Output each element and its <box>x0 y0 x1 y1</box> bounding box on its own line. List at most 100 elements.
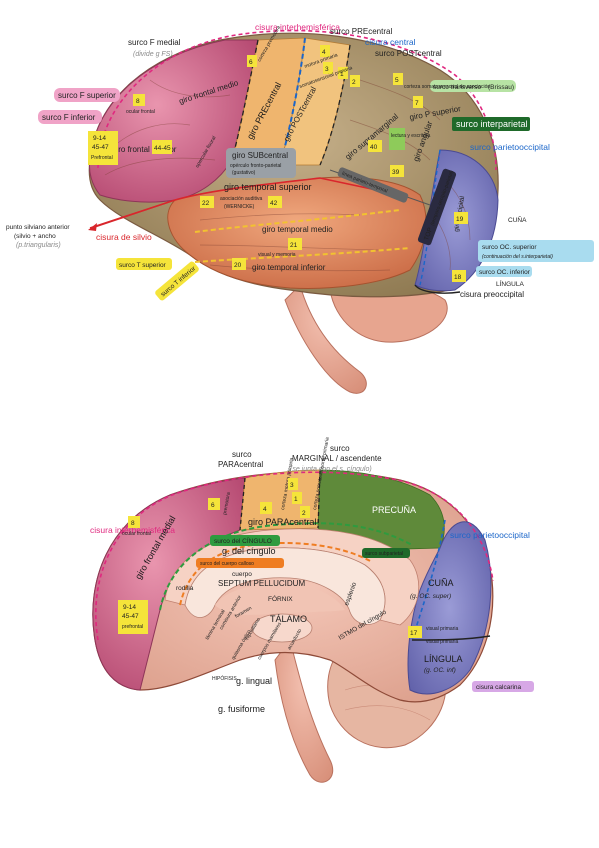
lateral-visual-memoria: visual y memoria <box>258 252 296 258</box>
lateral-silvio-arrowhead <box>88 223 97 231</box>
lateral-somato-asoc: corteza somatosensorial de asociación <box>404 84 490 90</box>
lateral-frontal-inferior-label: giro frontal inferior <box>112 145 177 154</box>
medial-cingulo-sulcus-label: surco del CÍNGULO <box>214 536 272 545</box>
lateral-badge-45-47: 45-47 <box>92 144 109 151</box>
lateral-silvio-label: cisura de silvio <box>96 232 152 242</box>
lateral-postcentral-sulcus-label: surco POSTcentral <box>375 49 442 58</box>
lateral-badge-18: 18 <box>454 274 462 281</box>
lateral-central-label: cisura central <box>365 37 416 47</box>
medial-callosal-sulcus-box <box>196 558 284 568</box>
lateral-silvio-arrow <box>91 199 176 229</box>
lateral-interhemispheric-line <box>97 29 497 171</box>
lateral-oc-inferior-label: surco OC. inferior <box>479 269 531 276</box>
medial-lingula-note: (g. OC. inf) <box>424 667 456 674</box>
lateral-subcentral-box <box>226 148 296 178</box>
lateral-punto-silviano-2: (silvio + ancho <box>14 233 56 240</box>
lateral-badge-5: 5 <box>395 77 399 84</box>
lateral-interparietal-label: surco interparietal <box>456 119 528 129</box>
medial-badge-17: 17 <box>410 630 418 637</box>
lateral-badge-1: 1 <box>340 71 344 78</box>
lateral-top-box <box>417 168 457 246</box>
lateral-prefrontal: Prefrontal <box>91 155 113 161</box>
medial-badge-6: 6 <box>211 502 215 509</box>
lateral-badge-4: 4 <box>322 49 326 56</box>
lateral-precentral-sulcus <box>231 39 259 161</box>
medial-ocular-frontal: ocular frontal <box>122 531 151 537</box>
lateral-wernicke: (WERNICKE) <box>224 204 255 210</box>
lateral-badge-22: 22 <box>202 200 210 207</box>
medial-septum-label: SEPTUM PELLUCIDUM <box>218 579 305 588</box>
medial-visual-primaria: visual primaria <box>426 626 458 632</box>
lateral-subcentral-label: giro SUBcentral <box>232 151 288 160</box>
medial-cuna-label: CUÑA <box>428 578 454 588</box>
lateral-auditiva: asociación auditiva <box>220 196 262 202</box>
lateral-f-superior-box <box>54 88 120 102</box>
medial-badge-9-14: 9-14 <box>123 604 136 611</box>
lateral-interparietal-box <box>452 117 530 131</box>
lateral-top-label: TOP <box>423 227 434 242</box>
lateral-transverso-label: surco transverso <box>433 84 481 91</box>
lateral-f-superior-label: surco F superior <box>58 91 116 100</box>
medial-lingula-label: LÍNGULA <box>424 654 463 664</box>
medial-parietooccipital-label: surco parietooccipital <box>450 530 530 540</box>
lateral-f-medial-note: (divide g FS) <box>133 51 173 58</box>
medial-fornix-label: FÓRNIX <box>268 594 293 603</box>
lateral-badges: 8 ocular frontal 9-14 45-47 Prefrontal 4… <box>88 25 490 282</box>
medial-badge-1: 1 <box>294 496 298 503</box>
lateral-line-parieto-box <box>337 167 409 203</box>
medial-marginal-title-2: MARGINAL / ascendente <box>292 454 382 463</box>
lateral-gustativo-2: (gustativo) <box>232 170 256 176</box>
lateral-f-inferior-box <box>38 110 102 124</box>
lateral-oc-inferior-box <box>476 266 532 277</box>
lateral-oc-superior-box <box>478 240 594 262</box>
lateral-badge-9-14: 9-14 <box>93 135 106 142</box>
lateral-t-superior-box <box>116 258 172 270</box>
medial-thalamus <box>251 613 313 643</box>
lateral-silvian-fissure <box>89 177 401 229</box>
medial-calcarine-line <box>411 635 491 641</box>
lateral-badge-3: 3 <box>325 66 329 73</box>
medial-cuna-note: (g. OC. super) <box>410 593 451 600</box>
medial-badge-45-47: 45-47 <box>122 613 139 620</box>
lateral-badge-7: 7 <box>415 100 419 107</box>
medial-septum <box>215 583 345 615</box>
medial-visual-primaria-2: visual primaria <box>426 639 458 645</box>
lateral-badge-21: 21 <box>290 242 298 249</box>
medial-marginal-line <box>317 469 321 529</box>
lateral-f-medial-label: surco F medial <box>128 38 181 47</box>
medial-calcarina-box <box>472 681 534 692</box>
lateral-t-superior-sulcus <box>194 209 401 233</box>
medial-g-fusiforme-label: g. fusiforme <box>218 704 265 714</box>
medial-interhemispheric-label: cisura interhemisférica <box>90 525 175 535</box>
medial-occipital-region <box>407 521 492 695</box>
lateral-t-inferior-box <box>155 261 199 301</box>
medial-badge-4: 4 <box>263 506 267 513</box>
lateral-preoccipital-label: cisura preoccipital <box>460 290 524 299</box>
medial-prefrontal: prefrontal <box>122 624 143 630</box>
lateral-transverso-note: (Brissau) <box>488 84 514 91</box>
medial-precuna-label: PRECUÑA <box>372 505 416 515</box>
medial-brainstem <box>274 638 333 783</box>
medial-view: surco PARAcentral surco MARGINAL / ascen… <box>90 437 534 783</box>
medial-subparietal-label: surco subparietal <box>365 551 403 557</box>
lateral-badge-6: 6 <box>249 59 253 66</box>
lateral-postcentral-sulcus <box>319 44 351 166</box>
medial-paracentral-gyrus-label: giro PARAcentral <box>248 517 316 527</box>
medial-cuerpo-label: cuerpo <box>232 571 252 578</box>
medial-marginal-title-3: (se junta con el s. cíngulo) <box>290 466 372 473</box>
medial-marginal-title: surco <box>330 444 350 453</box>
medial-cingulo-gyrus-label: g. del cíngulo <box>222 546 276 556</box>
lateral-badge-40: 40 <box>370 144 378 151</box>
medial-cingulate-sulcus-line <box>159 522 413 611</box>
lateral-preoccipital-line <box>414 284 461 294</box>
lateral-view: cisura interhemisférica surco PREcentral… <box>6 22 594 394</box>
lateral-ocular-frontal: ocular frontal <box>126 109 155 115</box>
medial-badge-3: 3 <box>290 482 294 489</box>
lateral-gustativo: opérculo fronto-parietal <box>230 163 281 169</box>
lateral-oc-superior-note: (continuación del s.interparietal) <box>482 254 553 260</box>
medial-calcarina-label: cisura calcarina <box>476 684 522 691</box>
lateral-temporal-medio-label: giro temporal medio <box>262 225 333 234</box>
lateral-oc-superior-label: surco OC. superior <box>482 244 537 251</box>
medial-cingulo-sulcus-box <box>210 535 280 546</box>
